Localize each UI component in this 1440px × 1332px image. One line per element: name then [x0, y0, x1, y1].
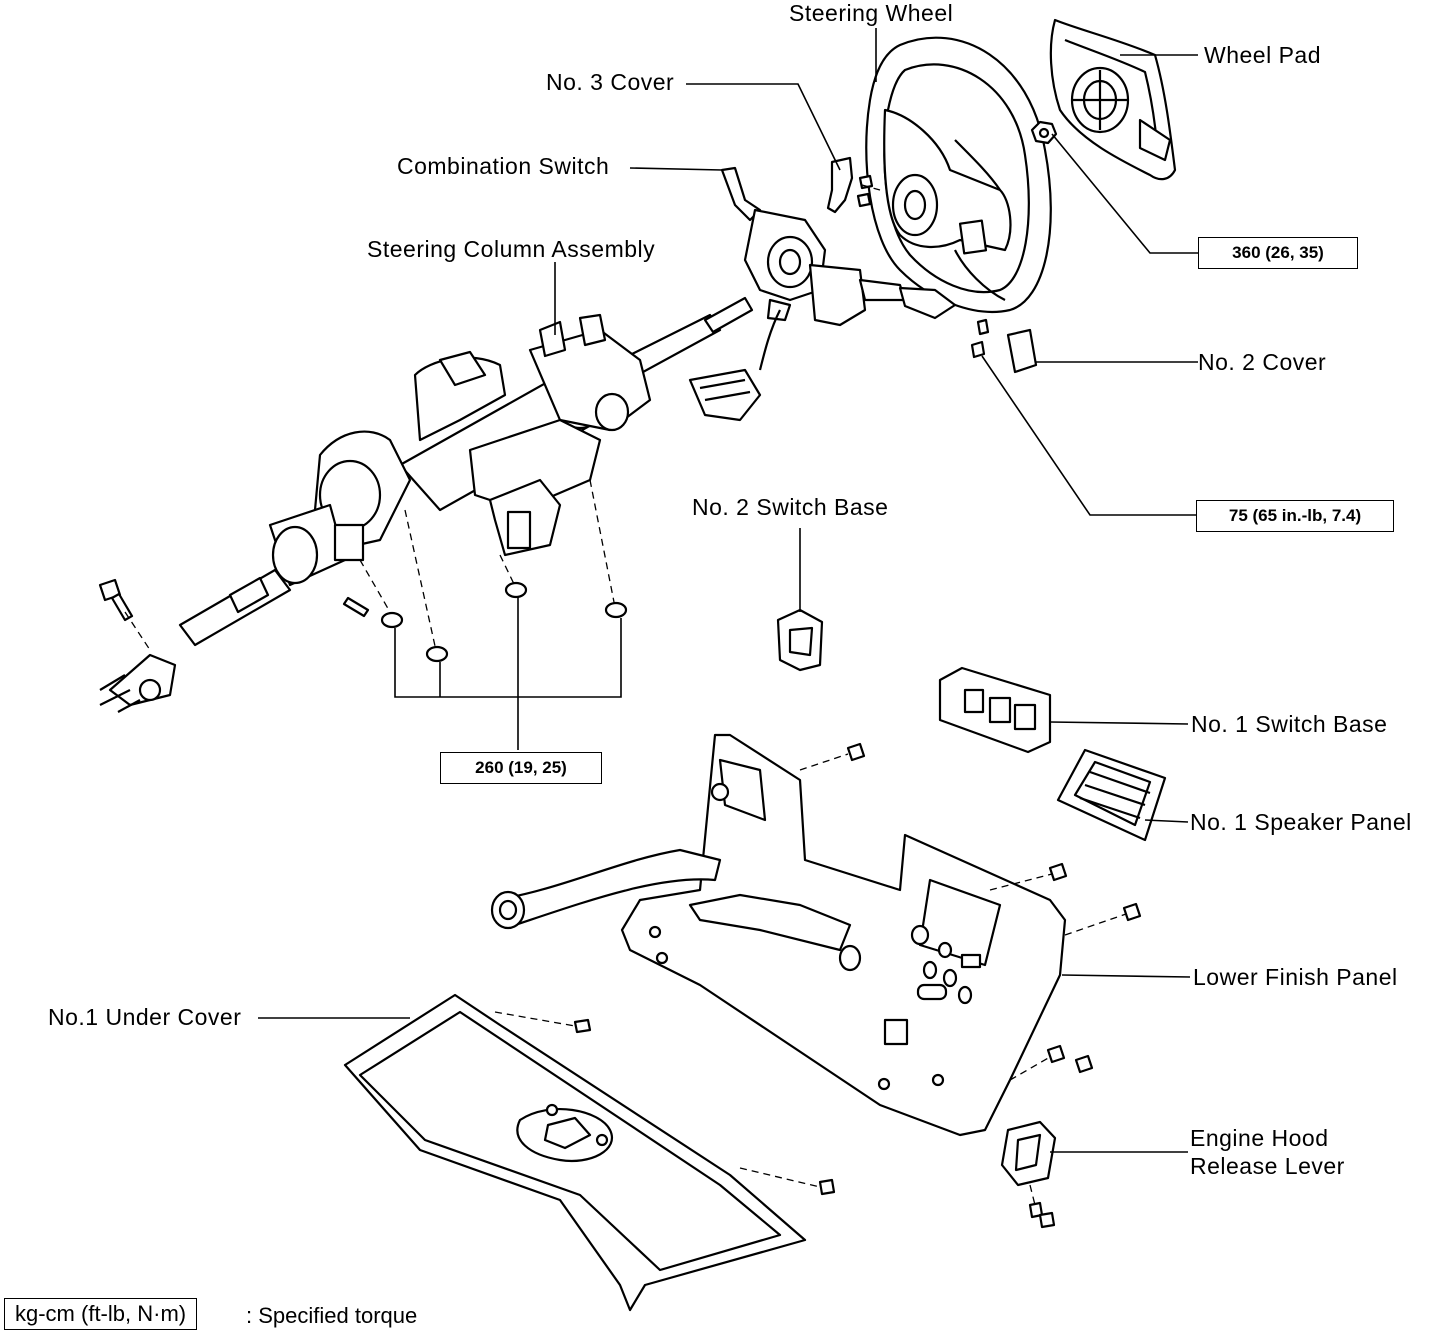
- label-no1-switch-base: No. 1 Switch Base: [1191, 711, 1388, 737]
- wheel-pad-drawing: [1049, 18, 1177, 181]
- hood-release-lever-drawing: [1000, 1120, 1057, 1229]
- assembly-dash-lines: [124, 184, 1127, 1206]
- label-no2-switch-base: No. 2 Switch Base: [692, 494, 889, 520]
- steering-wheel-drawing: [865, 36, 1052, 313]
- combination-switch-drawing: [688, 166, 957, 422]
- no2-switch-base-drawing: [776, 608, 824, 672]
- label-lower-finish-panel: Lower Finish Panel: [1193, 964, 1398, 990]
- no1-under-cover-drawing: [343, 993, 807, 1312]
- leader-lines: [258, 28, 1198, 1153]
- wheel-nut-drawing: [1030, 120, 1058, 145]
- lower-finish-panel-drawing: [620, 733, 1067, 1137]
- no1-speaker-panel-drawing: [1056, 748, 1167, 842]
- label-no3-cover: No. 3 Cover: [546, 69, 675, 95]
- legend-unit-box: kg-cm (ft-lb, N·m): [4, 1298, 198, 1330]
- legend-description: : Specified torque: [246, 1303, 418, 1328]
- label-no2-cover: No. 2 Cover: [1198, 349, 1327, 375]
- panel-screws-drawing: [573, 742, 1142, 1196]
- torque-box-cover-screw: 75 (65 in.-lb, 7.4): [1196, 500, 1394, 532]
- torque-box-wheel-nut: 360 (26, 35): [1198, 237, 1358, 269]
- column-nuts-drawing: [342, 581, 628, 663]
- no2-cover-drawing: [970, 318, 1038, 374]
- no3-cover-drawing: [826, 156, 874, 214]
- harness-tube-drawing: [490, 848, 722, 930]
- label-combination-switch: Combination Switch: [397, 153, 610, 179]
- label-no1-speaker-panel: No. 1 Speaker Panel: [1190, 809, 1412, 835]
- no1-switch-base-drawing: [938, 666, 1052, 754]
- label-hood-release-line1: Engine Hood: [1190, 1125, 1329, 1151]
- label-hood-release-line2: Release Lever: [1190, 1153, 1345, 1179]
- label-steering-wheel: Steering Wheel: [789, 0, 954, 26]
- label-steering-column-assembly: Steering Column Assembly: [367, 236, 656, 262]
- label-wheel-pad: Wheel Pad: [1204, 42, 1322, 68]
- steering-column-drawing: [98, 296, 754, 713]
- torque-box-column-bolts: 260 (19, 25): [440, 752, 602, 784]
- label-no1-under-cover: No.1 Under Cover: [48, 1004, 242, 1030]
